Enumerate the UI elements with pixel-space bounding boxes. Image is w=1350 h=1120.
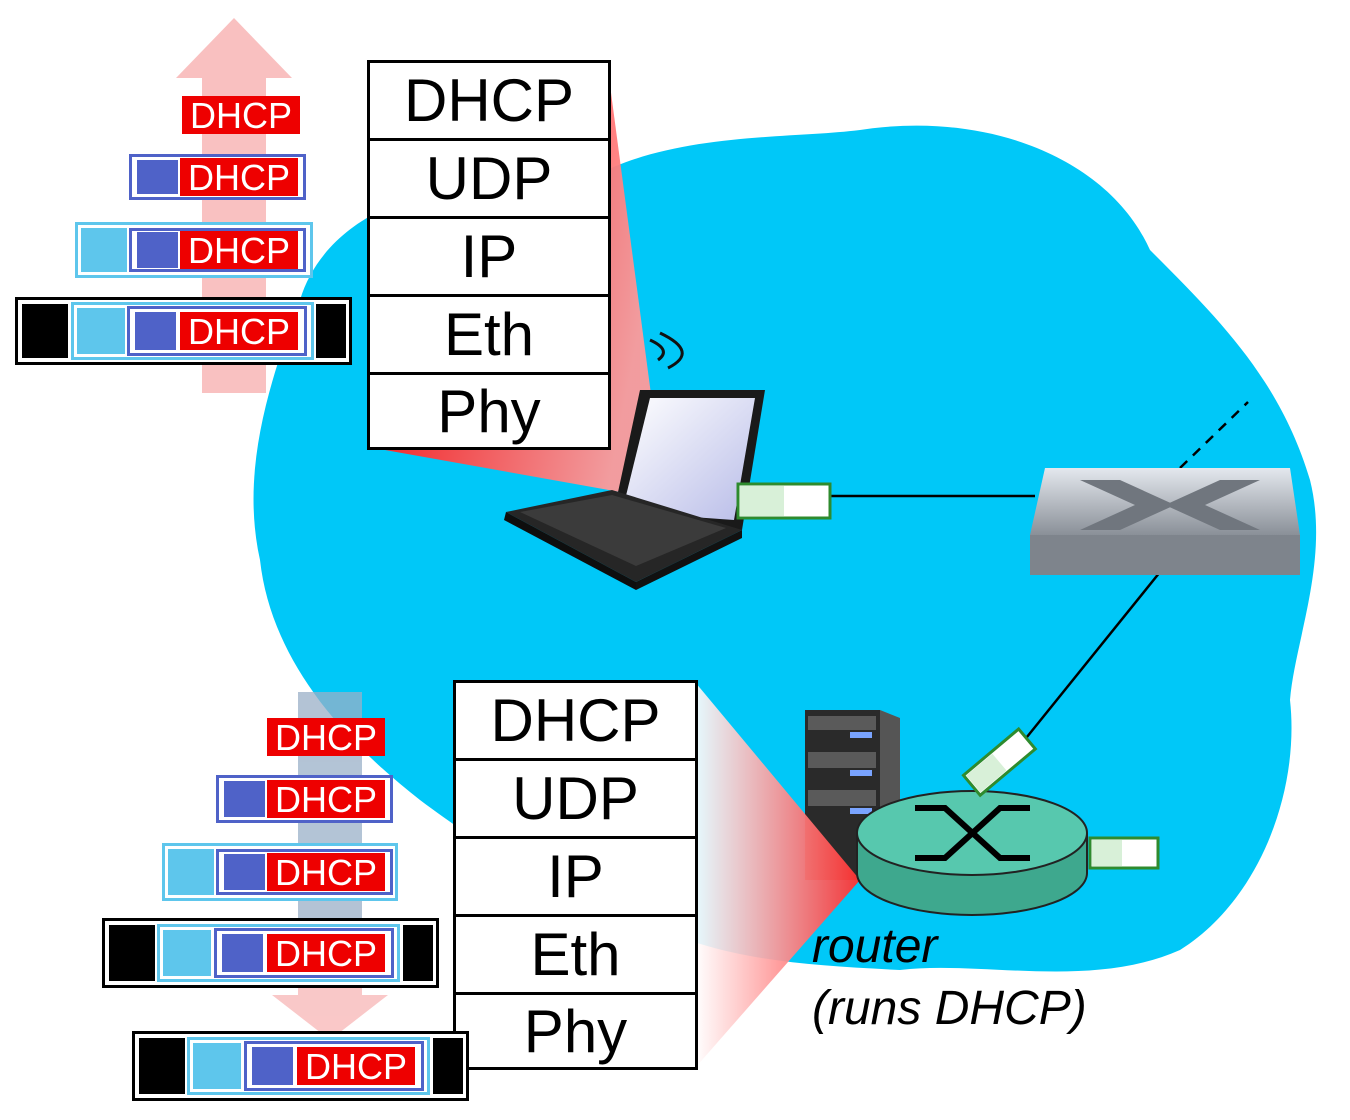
stack-layer-phy: Phy	[437, 377, 541, 445]
dhcp-label: DHCP	[182, 96, 300, 136]
ip-header	[163, 930, 211, 976]
stack-layer-eth: Eth	[456, 917, 695, 995]
switch-router-link	[1009, 571, 1161, 759]
dhcp-label: DHCP	[180, 312, 298, 352]
eth-header	[22, 304, 68, 358]
stack-layer-eth: Eth	[370, 297, 608, 375]
eth-header	[139, 1038, 185, 1094]
udp-header	[137, 232, 178, 268]
stack-layer-udp: UDP	[456, 761, 695, 839]
stack-layer-dhcp: DHCP	[456, 683, 695, 761]
router-label-line2: (runs DHCP)	[812, 982, 1087, 1035]
udp-header	[222, 934, 263, 972]
eth-trailer	[433, 1038, 463, 1094]
bottom-stack-beam	[695, 682, 860, 1068]
top-protocol-stack: DHCP UDP IP Eth Phy	[367, 60, 611, 450]
stack-layer-ip: IP	[370, 219, 608, 297]
wireless-signal-icon	[649, 331, 684, 370]
dhcp-label: DHCP	[180, 158, 298, 198]
udp-header	[137, 160, 178, 194]
switch-icon	[1030, 468, 1300, 575]
stack-layer-udp: UDP	[370, 141, 608, 219]
laptop-icon	[504, 390, 765, 590]
router-icon	[856, 790, 1088, 916]
ip-header	[193, 1043, 241, 1089]
eth-trailer	[316, 304, 346, 358]
ip-header	[81, 228, 127, 272]
udp-header	[135, 312, 176, 350]
eth-header	[109, 925, 155, 981]
udp-header	[252, 1047, 293, 1085]
dhcp-label: DHCP	[297, 1047, 415, 1087]
router-label-line1: router	[812, 920, 938, 973]
dhcp-label: DHCP	[267, 780, 385, 820]
stack-layer-phy: Phy	[523, 997, 628, 1065]
dhcp-label: DHCP	[267, 934, 385, 974]
switch-uplink	[1179, 401, 1249, 469]
stack-layer-dhcp: DHCP	[370, 63, 608, 141]
stack-layer-ip: IP	[456, 839, 695, 917]
udp-header	[224, 781, 265, 817]
dhcp-label: DHCP	[180, 231, 298, 271]
dhcp-label: DHCP	[267, 853, 385, 893]
udp-header	[224, 854, 265, 890]
ip-header	[77, 308, 125, 354]
router-uplink-stub	[961, 726, 1038, 798]
ip-header	[168, 849, 214, 895]
router-label: router (runs DHCP)	[812, 916, 1087, 1040]
router-interface-stub	[1088, 836, 1160, 870]
dhcp-label: DHCP	[267, 718, 385, 758]
bottom-protocol-stack: DHCP UDP IP Eth Phy	[453, 680, 698, 1070]
eth-trailer	[403, 925, 433, 981]
